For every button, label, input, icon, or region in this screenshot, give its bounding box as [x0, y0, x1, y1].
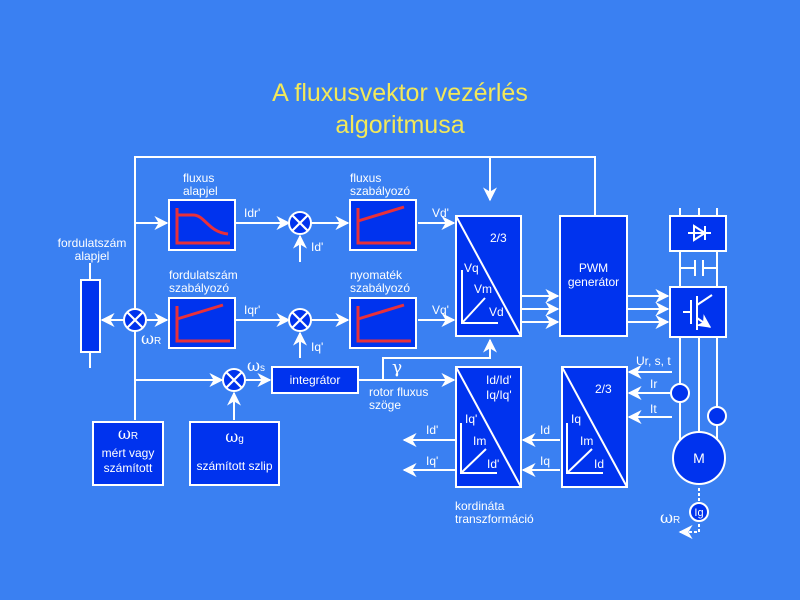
current-sensor-t: [707, 406, 727, 426]
rotor-flux-label2: szöge: [369, 398, 402, 412]
transform-32-ratio: 2/3: [595, 382, 612, 396]
omega-g-box-symbol: ωg: [225, 427, 244, 446]
tacho-label: Ig: [694, 507, 704, 519]
tacho-circle: [689, 502, 709, 522]
speed-ctrl-label2: szabályozó: [169, 281, 230, 295]
speed-ctrl-curve-icon: [175, 303, 230, 343]
speed-ref-label1: fordulatszám: [57, 236, 127, 250]
top-loop-line: [134, 156, 596, 350]
omega-s-label: ωs: [247, 356, 266, 375]
iqr-label: Iqr': [244, 303, 261, 317]
omega-r-box-line2: számított: [103, 461, 153, 475]
rotor-flux-label1: rotor fluxus: [369, 385, 429, 399]
speed-ctrl-label1: fordulatszám: [169, 268, 238, 282]
coord-axes-icon: [460, 423, 497, 474]
pwm-label2: generátor: [567, 275, 620, 289]
current-sensor-r: [670, 383, 690, 403]
tacho-out: [678, 524, 700, 539]
coord-diagonal: [455, 366, 522, 488]
gamma-up: [382, 338, 497, 380]
transform-23-vq: Vq: [464, 261, 479, 275]
idr-label: Idr': [244, 206, 261, 220]
gamma-label: γ: [392, 358, 403, 378]
diode-icon: [688, 224, 711, 242]
in-iq-label: Iq: [540, 454, 551, 468]
omega-r-block[interactable]: [92, 421, 164, 486]
iq-feedback-label: Iq': [311, 340, 324, 354]
it-label: It: [650, 402, 657, 416]
transform-32-iq: Iq: [571, 412, 582, 426]
transform-32-id: Id: [594, 457, 605, 471]
transform-32-im: Im: [580, 434, 594, 448]
pwm-block[interactable]: [559, 215, 628, 337]
transform-23-axes-icon: [461, 270, 498, 324]
omega-r-label: ωR: [141, 329, 162, 348]
transform-23-diagonal: [455, 215, 522, 337]
transform-32-axes-icon: [566, 423, 603, 474]
torque-ctrl-curve-icon: [356, 303, 411, 343]
motor-label: M: [693, 450, 705, 466]
page-title-line1: A fluxusvektor vezérlés: [272, 79, 528, 107]
flux-ref-curve-icon: [175, 208, 230, 245]
flux-ref-label2: alapjel: [183, 184, 218, 198]
flux-ctrl-label1: fluxus: [350, 171, 382, 185]
omega-r-box-symbol: ωR: [117, 424, 139, 443]
coord-iq: Iq': [465, 412, 478, 426]
speed-ref-label2: alapjel: [74, 249, 110, 263]
omega-r-box-line1: mért vagy: [101, 446, 155, 460]
coord-id: Id': [487, 457, 500, 471]
page-title-line2: algoritmusa: [335, 111, 465, 139]
coord-line2: Iq/Iq': [486, 388, 512, 402]
coord-caption1: kordináta: [455, 499, 505, 513]
in-id-label: Id: [540, 423, 551, 437]
out-id-label: Id': [426, 423, 439, 437]
vd-label: Vd': [432, 206, 449, 220]
integrator-block[interactable]: [271, 366, 359, 394]
vq-label: Vq': [432, 303, 449, 317]
omega-g-block[interactable]: [189, 421, 280, 486]
integrator-label: integrátor: [289, 373, 341, 387]
urst-label: Ur, s, t: [636, 354, 671, 368]
torque-ctrl-label1: nyomaték: [350, 268, 403, 282]
transform-23-vd: Vd: [489, 305, 504, 319]
pwm-label1: PWM: [578, 261, 609, 275]
out-iq-label: Iq': [426, 454, 439, 468]
transform-32-diagonal: [561, 366, 628, 488]
coord-line1: Id/Id': [486, 373, 512, 387]
transform-23-vm: Vm: [474, 282, 492, 296]
coord-im: Im: [473, 434, 487, 448]
flux-ctrl-curve-icon: [356, 205, 411, 245]
motor-circle[interactable]: [672, 431, 726, 485]
torque-ctrl-label2: szabályozó: [350, 281, 411, 295]
speed-ref-block[interactable]: [80, 279, 101, 353]
id-feedback-label: Id': [311, 240, 324, 254]
ir-label: Ir: [650, 377, 658, 391]
coord-caption2: transzformáció: [455, 512, 534, 526]
sum-marks: [126, 214, 309, 389]
igbt-icon: [683, 294, 713, 330]
flux-ctrl-label2: szabályozó: [350, 184, 411, 198]
omega-g-box-line1: számított szlip: [196, 459, 273, 473]
flux-ref-label1: fluxus: [183, 171, 215, 185]
omega-r-motor-label: ωR: [660, 508, 681, 527]
transform-23-ratio: 2/3: [490, 231, 507, 245]
